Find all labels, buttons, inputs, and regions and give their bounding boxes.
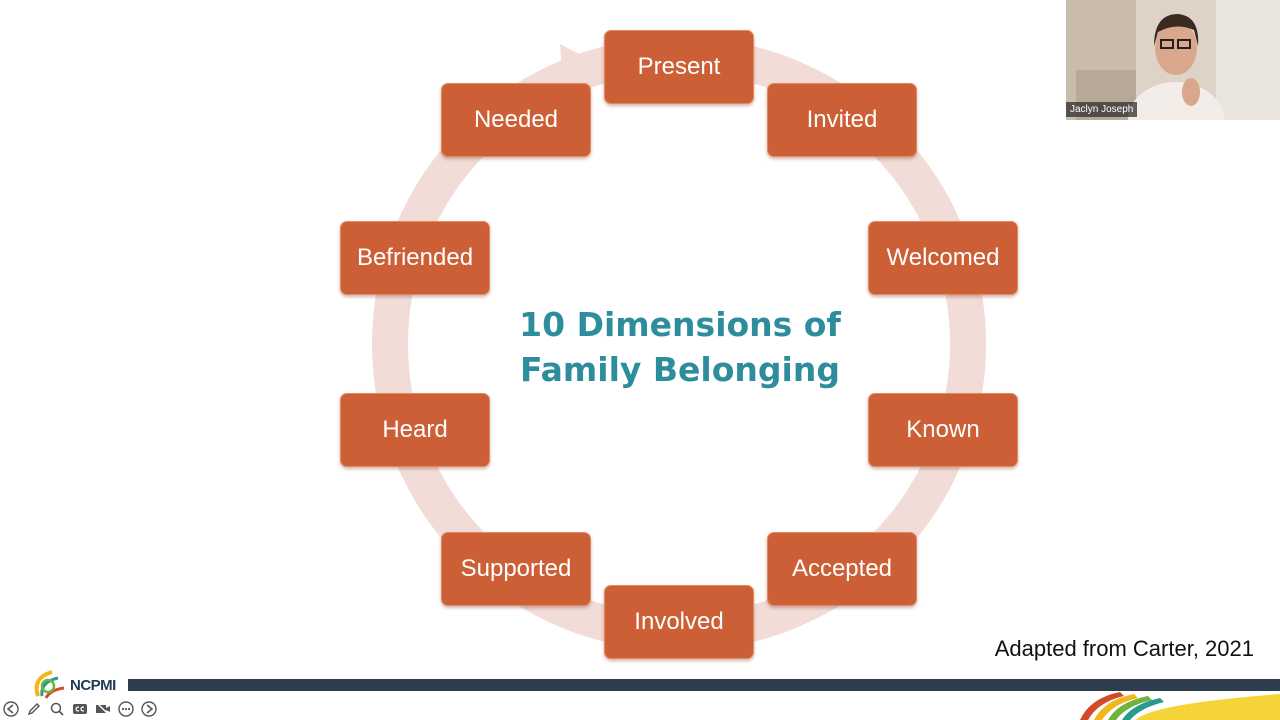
dimension-label: Invited [807,106,878,134]
footer-decorative-swoosh [1060,688,1280,720]
dimension-accepted: Accepted [767,532,917,606]
dimension-label: Involved [634,608,723,636]
pen-icon[interactable] [25,700,43,718]
dimension-label: Known [906,416,979,444]
dimension-label: Accepted [792,555,892,583]
presentation-toolbar [2,699,158,719]
dimension-label: Needed [474,106,558,134]
dimension-label: Befriended [357,244,473,272]
slide-title: 10 Dimensions of Family Belonging [480,302,880,392]
dimension-needed: Needed [441,83,591,157]
more-icon[interactable] [117,700,135,718]
dimension-involved: Involved [604,585,754,659]
dimension-invited: Invited [767,83,917,157]
dimension-present: Present [604,30,754,104]
slide-title-line-1: 10 Dimensions of [480,302,880,347]
participant-video-tile[interactable]: Jaclyn Joseph [1066,0,1280,120]
arrow-right-icon[interactable] [140,700,158,718]
dimension-label: Present [638,53,721,81]
cc-icon[interactable] [71,700,89,718]
dimension-known: Known [868,393,1018,467]
dimension-label: Welcomed [887,244,1000,272]
participant-name-label: Jaclyn Joseph [1066,102,1137,117]
video-off-icon[interactable] [94,700,112,718]
dimension-heard: Heard [340,393,490,467]
dimension-label: Supported [461,555,572,583]
magnify-icon[interactable] [48,700,66,718]
dimension-label: Heard [382,416,447,444]
dimension-befriended: Befriended [340,221,490,295]
citation-text: Adapted from Carter, 2021 [995,636,1254,662]
ncpmi-logo-text: NCPMI [70,677,116,694]
dimension-supported: Supported [441,532,591,606]
arrow-left-icon[interactable] [2,700,20,718]
slide-title-line-2: Family Belonging [480,347,880,392]
dimension-welcomed: Welcomed [868,221,1018,295]
